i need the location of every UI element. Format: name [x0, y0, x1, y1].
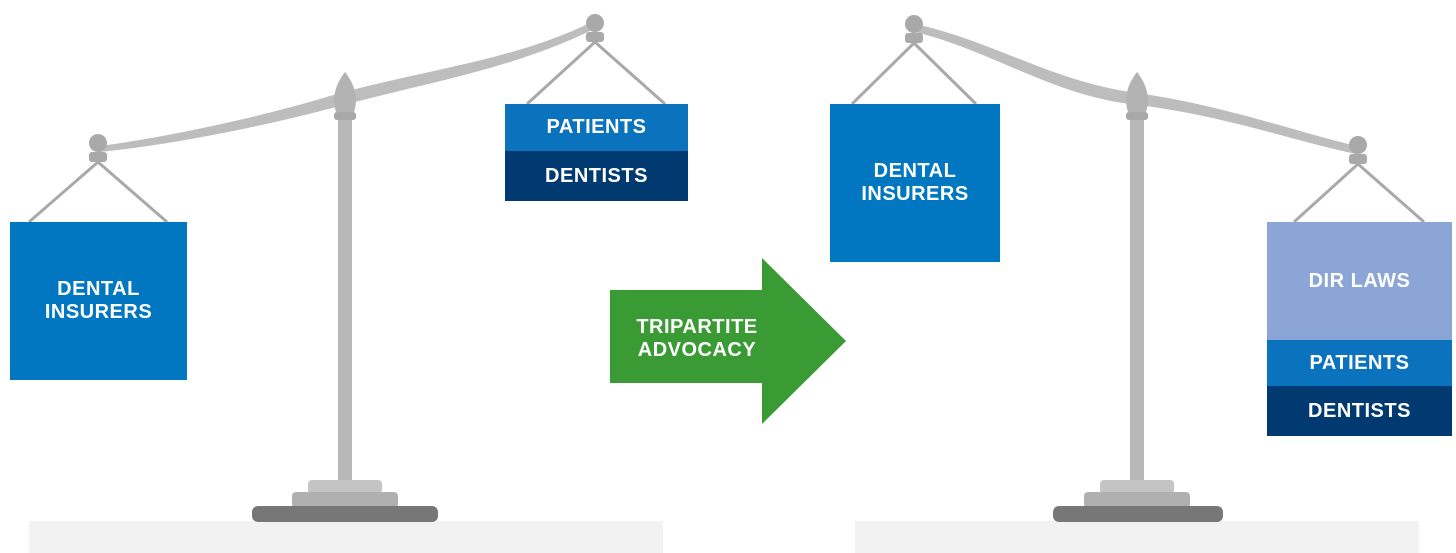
right-pillar: [1130, 120, 1144, 488]
left-patients-label: PATIENTS: [546, 116, 647, 138]
right-beam: [915, 24, 1356, 154]
left-hanger-knob: [89, 134, 107, 152]
right-hanger-knob: [586, 14, 604, 32]
right-dir-laws-label: DIR LAWS: [1308, 269, 1411, 292]
arrow-label: TRIPARTITE ADVOCACY: [636, 316, 758, 361]
left-pillar: [338, 120, 352, 488]
right-dentists-label: DENTISTS: [1308, 399, 1411, 422]
left-hanger-knob: [905, 15, 923, 33]
right-patients-block: PATIENTS: [1267, 340, 1452, 386]
right-platform: [855, 521, 1419, 553]
right-patients-label: PATIENTS: [1309, 351, 1410, 374]
right-scale: [850, 15, 1425, 522]
right-base-top: [1100, 480, 1174, 494]
left-insurers-pan: DENTAL INSURERS: [10, 222, 187, 380]
left-finial: [334, 72, 356, 112]
right-hanger-knob: [1349, 136, 1367, 154]
left-platform: [29, 521, 663, 553]
right-base-middle: [1084, 492, 1190, 508]
right-base-bottom: [1053, 506, 1223, 522]
left-base-middle: [292, 492, 398, 508]
right-dentists-block: DENTISTS: [1267, 386, 1452, 436]
right-dir-laws-block: DIR LAWS: [1267, 222, 1452, 340]
left-patients-block: PATIENTS: [505, 104, 688, 151]
left-scale: [28, 14, 666, 522]
left-dentists-label: DENTISTS: [545, 164, 648, 187]
right-finial: [1126, 72, 1148, 112]
right-insurers-pan: DENTAL INSURERS: [830, 104, 1000, 262]
left-dentists-block: DENTISTS: [505, 151, 688, 201]
right-insurers-label: DENTAL INSURERS: [861, 160, 969, 205]
left-insurers-label: DENTAL INSURERS: [44, 278, 153, 323]
left-beam: [100, 22, 592, 152]
tripartite-advocacy-arrow: [610, 258, 846, 424]
left-base-bottom: [252, 506, 438, 522]
left-base-top: [308, 480, 382, 494]
